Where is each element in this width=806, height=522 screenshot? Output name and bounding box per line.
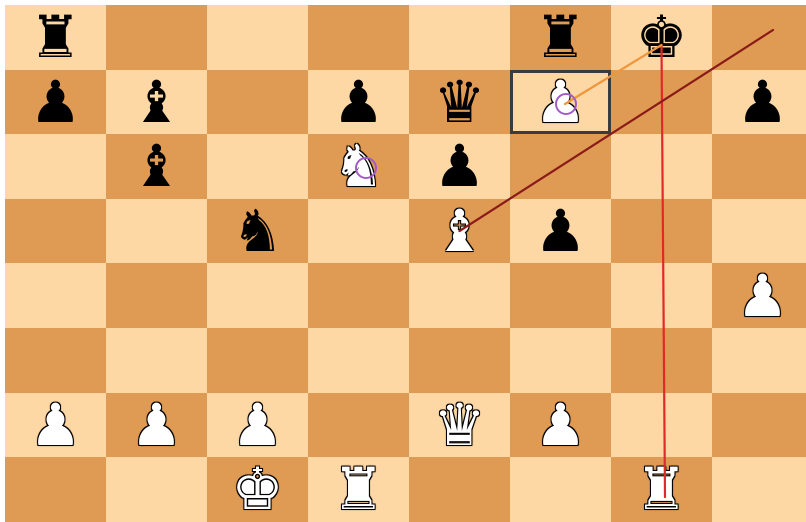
black-queen-icon-e7[interactable]: ♛ xyxy=(409,70,510,135)
white-rook-icon-d1[interactable]: ♜ xyxy=(308,457,409,522)
square-b5[interactable] xyxy=(106,199,207,264)
square-d4[interactable] xyxy=(308,263,409,328)
square-a5[interactable] xyxy=(5,199,106,264)
square-a1[interactable] xyxy=(5,457,106,522)
black-pawn-icon-a7[interactable]: ♟ xyxy=(5,70,106,135)
square-c7[interactable] xyxy=(207,70,308,135)
square-g6[interactable] xyxy=(611,134,712,199)
black-pawn-icon-h7[interactable]: ♟ xyxy=(712,70,806,135)
white-pawn-icon-b2[interactable]: ♟ xyxy=(106,393,207,458)
square-b4[interactable] xyxy=(106,263,207,328)
black-rook-icon-f8[interactable]: ♜ xyxy=(510,5,611,70)
black-pawn-icon-f5[interactable]: ♟ xyxy=(510,199,611,264)
white-bishop-icon-e5[interactable]: ♝ xyxy=(409,199,510,264)
square-c3[interactable] xyxy=(207,328,308,393)
white-knight-icon-d6[interactable]: ♞ xyxy=(308,134,409,199)
square-f6[interactable] xyxy=(510,134,611,199)
square-e4[interactable] xyxy=(409,263,510,328)
black-knight-icon-c5[interactable]: ♞ xyxy=(207,199,308,264)
square-c8[interactable] xyxy=(207,5,308,70)
white-pawn-icon-f7[interactable]: ♟ xyxy=(510,70,611,135)
square-d5[interactable] xyxy=(308,199,409,264)
white-pawn-icon-f2[interactable]: ♟ xyxy=(510,393,611,458)
square-b3[interactable] xyxy=(106,328,207,393)
square-h5[interactable] xyxy=(712,199,806,264)
square-a4[interactable] xyxy=(5,263,106,328)
black-bishop-icon-b6[interactable]: ♝ xyxy=(106,134,207,199)
square-g2[interactable] xyxy=(611,393,712,458)
black-rook-icon-a8[interactable]: ♜ xyxy=(5,5,106,70)
white-pawn-icon-c2[interactable]: ♟ xyxy=(207,393,308,458)
square-h3[interactable] xyxy=(712,328,806,393)
white-queen-icon-e2[interactable]: ♛ xyxy=(409,393,510,458)
black-king-icon-g8[interactable]: ♚ xyxy=(611,5,712,70)
white-pawn-icon-a2[interactable]: ♟ xyxy=(5,393,106,458)
square-c6[interactable] xyxy=(207,134,308,199)
square-a3[interactable] xyxy=(5,328,106,393)
white-rook-icon-g1[interactable]: ♜ xyxy=(611,457,712,522)
square-g3[interactable] xyxy=(611,328,712,393)
square-c4[interactable] xyxy=(207,263,308,328)
square-d8[interactable] xyxy=(308,5,409,70)
square-d3[interactable] xyxy=(308,328,409,393)
square-h1[interactable] xyxy=(712,457,806,522)
black-bishop-icon-b7[interactable]: ♝ xyxy=(106,70,207,135)
square-f1[interactable] xyxy=(510,457,611,522)
white-king-icon-c1[interactable]: ♚ xyxy=(207,457,308,522)
square-f4[interactable] xyxy=(510,263,611,328)
square-e1[interactable] xyxy=(409,457,510,522)
square-h6[interactable] xyxy=(712,134,806,199)
square-g7[interactable] xyxy=(611,70,712,135)
square-g5[interactable] xyxy=(611,199,712,264)
square-d2[interactable] xyxy=(308,393,409,458)
square-h2[interactable] xyxy=(712,393,806,458)
black-pawn-icon-d7[interactable]: ♟ xyxy=(308,70,409,135)
chess-board[interactable]: ♜♜♚♟♝♟♛♟♟♝♞♟♞♝♟♟♟♟♟♛♟♚♜♜ xyxy=(5,5,806,522)
square-e3[interactable] xyxy=(409,328,510,393)
square-b1[interactable] xyxy=(106,457,207,522)
square-b8[interactable] xyxy=(106,5,207,70)
white-pawn-icon-h4[interactable]: ♟ xyxy=(712,263,806,328)
square-f3[interactable] xyxy=(510,328,611,393)
square-a6[interactable] xyxy=(5,134,106,199)
square-h8[interactable] xyxy=(712,5,806,70)
square-e8[interactable] xyxy=(409,5,510,70)
black-pawn-icon-e6[interactable]: ♟ xyxy=(409,134,510,199)
square-g4[interactable] xyxy=(611,263,712,328)
